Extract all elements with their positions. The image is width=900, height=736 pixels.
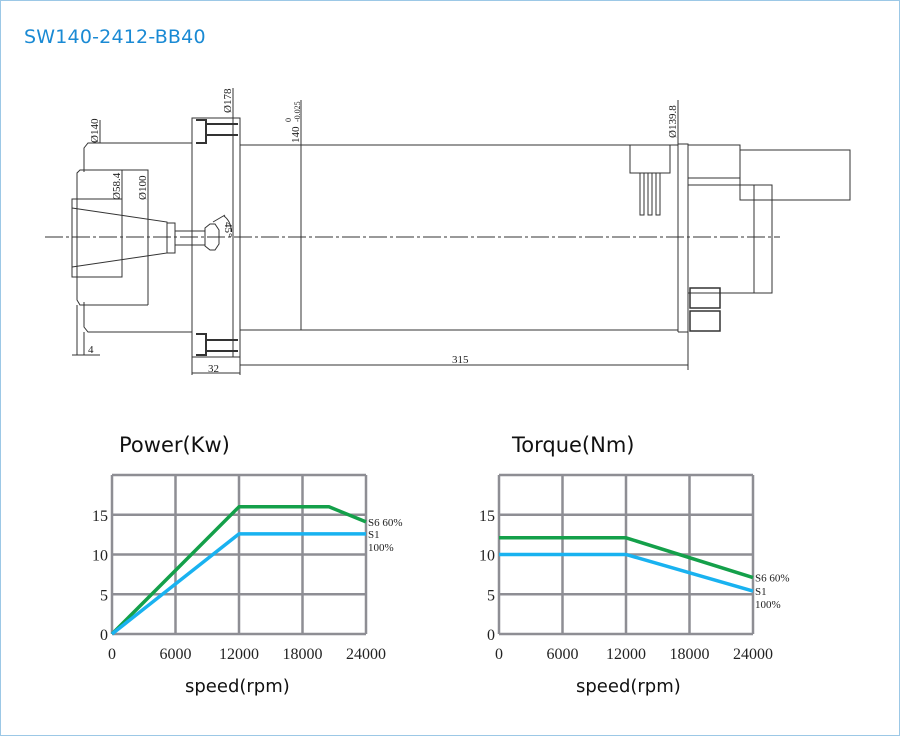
chart-title: Torque(Nm): [511, 433, 634, 457]
dim-d139: Ø139.8: [667, 105, 679, 138]
dim-d58: Ø58.4: [111, 172, 123, 200]
y-tick-label: 15: [479, 508, 495, 525]
toolholder-flange: [166, 222, 176, 254]
y-tick-label: 10: [92, 548, 108, 565]
dim-d178: Ø178: [222, 88, 234, 113]
x-tick-label: 18000: [283, 646, 323, 663]
angle-arc: [212, 214, 232, 233]
dim-angle: 45°: [222, 222, 234, 237]
dim-32: [191, 357, 241, 375]
dim-4-label: 4: [88, 344, 94, 356]
dim-32-label: 32: [208, 363, 219, 375]
legend-label-s1: S1: [755, 586, 767, 598]
y-tick-label: 15: [92, 508, 108, 525]
rear-connector-box: [687, 144, 741, 179]
x-tick-label: 12000: [606, 646, 646, 663]
legend-label-s1: S1: [368, 529, 380, 541]
x-axis-label: speed(rpm): [576, 676, 681, 697]
dim-d100: Ø100: [137, 175, 149, 200]
rear-housing: [688, 184, 773, 294]
x-tick-label: 18000: [670, 646, 710, 663]
pull-stud-ball: [204, 223, 220, 251]
model-title: SW140-2412-BB40: [24, 26, 206, 48]
legend-label-s1-duty: 100%: [755, 599, 781, 611]
chart-title: Power(Kw): [119, 433, 230, 457]
flange-bolt-top: [196, 119, 238, 144]
x-tick-label: 24000: [733, 646, 773, 663]
legend-label-s6: S6 60%: [368, 517, 403, 529]
y-tick-label: 5: [487, 587, 495, 604]
dim-4: [72, 305, 100, 356]
dim-d140: Ø140: [89, 118, 101, 143]
dim-315-label: 315: [452, 354, 469, 366]
x-tick-label: 6000: [160, 646, 192, 663]
power-chart: 0 6000 12000 18000 24000 0 5 10 15 Power(Kw) speed…: [92, 433, 403, 697]
dim-315: [240, 332, 689, 370]
x-tick-label: 0: [108, 646, 116, 663]
y-tick-label: 0: [487, 627, 495, 644]
legend-label-s1-duty: 100%: [368, 542, 394, 554]
y-tick-label: 0: [100, 627, 108, 644]
x-tick-label: 6000: [547, 646, 579, 663]
dim-d140-tol: 140: [290, 126, 302, 143]
front-body: [83, 142, 192, 333]
torque-chart: 0 6000 12000 18000 24000 0 5 10 15 Torque(Nm) spee…: [479, 433, 790, 697]
collet-nut: [71, 198, 123, 278]
main-body: [240, 144, 678, 331]
x-tick-label: 24000: [346, 646, 386, 663]
series-line-s6: [110, 505, 367, 636]
series-line-s1: [499, 552, 754, 593]
series-line-s1: [110, 532, 366, 636]
pull-stud: [174, 230, 206, 246]
x-tick-label: 12000: [219, 646, 259, 663]
y-tick-label: 5: [100, 587, 108, 604]
x-tick-label: 0: [495, 646, 503, 663]
rear-cable-gland: [739, 149, 851, 201]
series-line-s6: [499, 536, 754, 580]
dim-tol-lower: -0.025: [293, 101, 302, 122]
coolant-fittings-bottom: [689, 287, 721, 332]
flange-bolt-bottom: [196, 333, 238, 356]
legend-label-s6: S6 60%: [755, 573, 790, 585]
dim-tol-upper: 0: [284, 118, 293, 122]
coolant-fitting-top: [629, 144, 671, 216]
y-tick-label: 10: [479, 548, 495, 565]
rear-cap: [677, 143, 689, 333]
x-axis-label: speed(rpm): [185, 676, 290, 697]
